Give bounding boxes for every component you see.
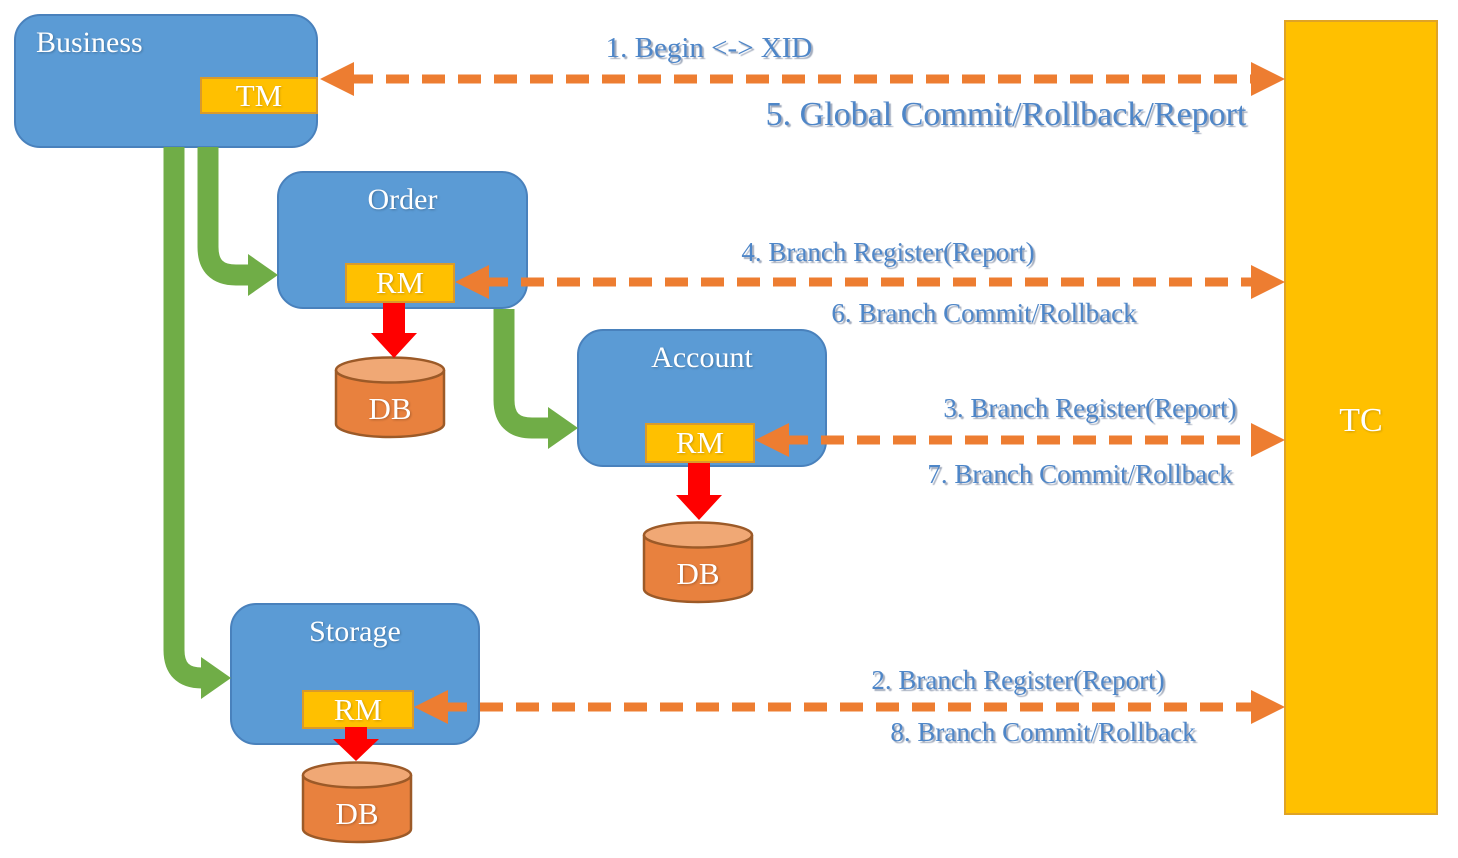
database-cylinder-icon	[301, 761, 413, 844]
message-label-account-register: 3. Branch Register(Report)	[943, 393, 1237, 423]
flow-arrowhead-icon	[201, 657, 231, 699]
storage-rm-badge: RM	[302, 690, 414, 729]
message-label-account-commit: 7. Branch Commit/Rollback	[927, 459, 1233, 489]
tm-badge: TM	[200, 77, 318, 114]
node-storage: Storage RM	[230, 603, 480, 745]
arrowhead-right-icon	[1251, 62, 1285, 96]
flow-arrow-shaft	[493, 309, 552, 439]
node-tc: TC	[1284, 20, 1438, 815]
message-arrow-account-rm-tc	[755, 423, 1285, 457]
message-label-order-commit: 6. Branch Commit/Rollback	[831, 298, 1137, 328]
flow-arrow-business-to-order	[197, 147, 278, 296]
storage-label: Storage	[309, 615, 401, 648]
storage-db-label: DB	[335, 796, 379, 831]
flow-arrowhead-icon	[248, 254, 278, 296]
order-label: Order	[367, 183, 438, 216]
flow-arrow-order-to-account	[493, 309, 578, 449]
database-cylinder-icon	[642, 521, 754, 604]
order-database: DB	[333, 355, 447, 439]
flow-arrow-business-to-storage	[163, 147, 231, 699]
cylinder-body	[334, 370, 446, 439]
order-rm-badge: RM	[345, 263, 455, 303]
message-label-storage-register: 2. Branch Register(Report)	[871, 665, 1165, 695]
message-arrow-order-rm-tc	[455, 265, 1285, 299]
node-business: Business TM	[14, 14, 318, 148]
flow-arrow-shaft	[197, 147, 252, 286]
message-label-storage-commit: 8. Branch Commit/Rollback	[890, 717, 1196, 747]
storage-database: DB	[300, 760, 414, 844]
message-arrow-tm-tc	[320, 62, 1285, 96]
cylinder-top	[642, 521, 754, 549]
node-order: Order RM	[277, 171, 528, 309]
message-label-global-commit: 5. Global Commit/Rollback/Report	[765, 96, 1247, 133]
account-label: Account	[651, 341, 753, 374]
cylinder-top	[301, 761, 413, 789]
order-db-label: DB	[368, 391, 412, 426]
db-write-arrow-account	[676, 463, 722, 520]
account-db-label: DB	[676, 556, 720, 591]
cylinder-top	[334, 356, 446, 384]
flow-arrowhead-icon	[548, 407, 578, 449]
db-write-arrow-order	[371, 303, 417, 358]
cylinder-body	[301, 775, 413, 844]
cylinder-body	[642, 535, 754, 604]
account-database: DB	[641, 520, 755, 604]
business-label: Business	[36, 26, 143, 59]
flow-arrow-shaft	[163, 147, 205, 689]
arrowhead-right-icon	[1251, 690, 1285, 724]
account-rm-badge: RM	[645, 423, 755, 463]
tc-label: TC	[1339, 402, 1383, 439]
message-label-order-register: 4. Branch Register(Report)	[741, 237, 1035, 267]
arrowhead-right-icon	[1251, 265, 1285, 299]
node-account: Account RM	[577, 329, 827, 467]
message-label-begin-xid: 1. Begin <-> XID	[605, 32, 813, 64]
arrowhead-left-icon	[320, 62, 354, 96]
arrowhead-right-icon	[1251, 423, 1285, 457]
